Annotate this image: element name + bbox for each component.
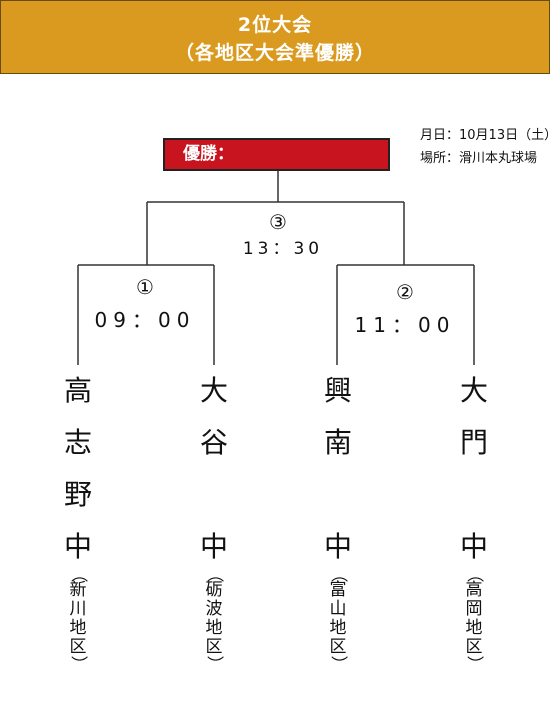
team-name-char: [454, 481, 494, 509]
team-name-char: 野: [63, 478, 92, 511]
team-region-char: 砺: [205, 580, 223, 600]
team-name-char: 中: [199, 530, 228, 563]
team-name-char: 南: [323, 426, 352, 459]
team-region: （富山地区）: [318, 566, 358, 673]
team-region-char: 区: [205, 637, 223, 657]
page-title: 2位大会: [237, 14, 313, 36]
team-region-char: 区: [69, 637, 87, 657]
match-2-number: ②: [396, 280, 414, 304]
team-name-char: 谷: [199, 426, 228, 459]
title-banner: 2位大会 （各地区大会準優勝）: [0, 0, 550, 74]
team-region-char: 富: [329, 580, 347, 600]
team-region-char: 地: [205, 618, 223, 638]
team-region-char: （: [464, 565, 484, 583]
team-region-char: 新: [69, 580, 87, 600]
team-region-char: ）: [464, 655, 484, 673]
team-name-char: [194, 481, 234, 509]
team-region-char: 高: [465, 580, 483, 600]
team-region-char: 山: [329, 599, 347, 619]
team-daimon: 大門 中（高岡地区）: [454, 374, 494, 673]
match-venue: 場所：滑川本丸球場: [420, 151, 538, 166]
team-name-char: 門: [459, 426, 488, 459]
match-3-time: 13：30: [242, 239, 324, 259]
team-region-char: ）: [204, 655, 224, 673]
team-name-char: 志: [63, 426, 92, 459]
team-region: （砺波地区）: [194, 566, 234, 673]
team-name-char: 高: [63, 374, 92, 407]
team-region-char: 地: [465, 618, 483, 638]
team-region-char: （: [204, 565, 224, 583]
team-region-char: 川: [69, 599, 87, 619]
team-region-char: （: [68, 565, 88, 583]
team-region-char: 区: [465, 637, 483, 657]
team-name-char: 興: [323, 374, 352, 407]
team-region: （高岡地区）: [454, 566, 494, 673]
team-otani: 大谷 中（砺波地区）: [194, 374, 234, 673]
match-1-number: ①: [136, 275, 154, 299]
team-name-char: 大: [459, 374, 488, 407]
team-region-char: 区: [329, 637, 347, 657]
team-region-char: 地: [69, 618, 87, 638]
page-subtitle: （各地区大会準優勝）: [174, 42, 375, 64]
winner-box: 優勝：: [163, 138, 390, 171]
team-name-char: 中: [323, 530, 352, 563]
team-region-char: ）: [328, 655, 348, 673]
match-2-time: 11：00: [354, 313, 456, 337]
team-takashino: 高志野中（新川地区）: [58, 374, 98, 673]
team-region: （新川地区）: [58, 566, 98, 673]
team-name-char: 中: [63, 530, 92, 563]
match-date: 月日：10月13日（土）: [420, 128, 552, 143]
team-konan: 興南 中（富山地区）: [318, 374, 358, 673]
team-name-char: [318, 481, 358, 509]
team-name-char: 大: [199, 374, 228, 407]
team-region-char: ）: [68, 655, 88, 673]
team-region-char: （: [328, 565, 348, 583]
team-region-char: 地: [329, 618, 347, 638]
team-region-char: 岡: [465, 599, 483, 619]
winner-label: 優勝：: [183, 144, 234, 164]
match-1-time: 09：00: [94, 308, 196, 332]
team-region-char: 波: [205, 599, 223, 619]
team-name-char: 中: [459, 530, 488, 563]
match-3-number: ③: [269, 210, 287, 234]
